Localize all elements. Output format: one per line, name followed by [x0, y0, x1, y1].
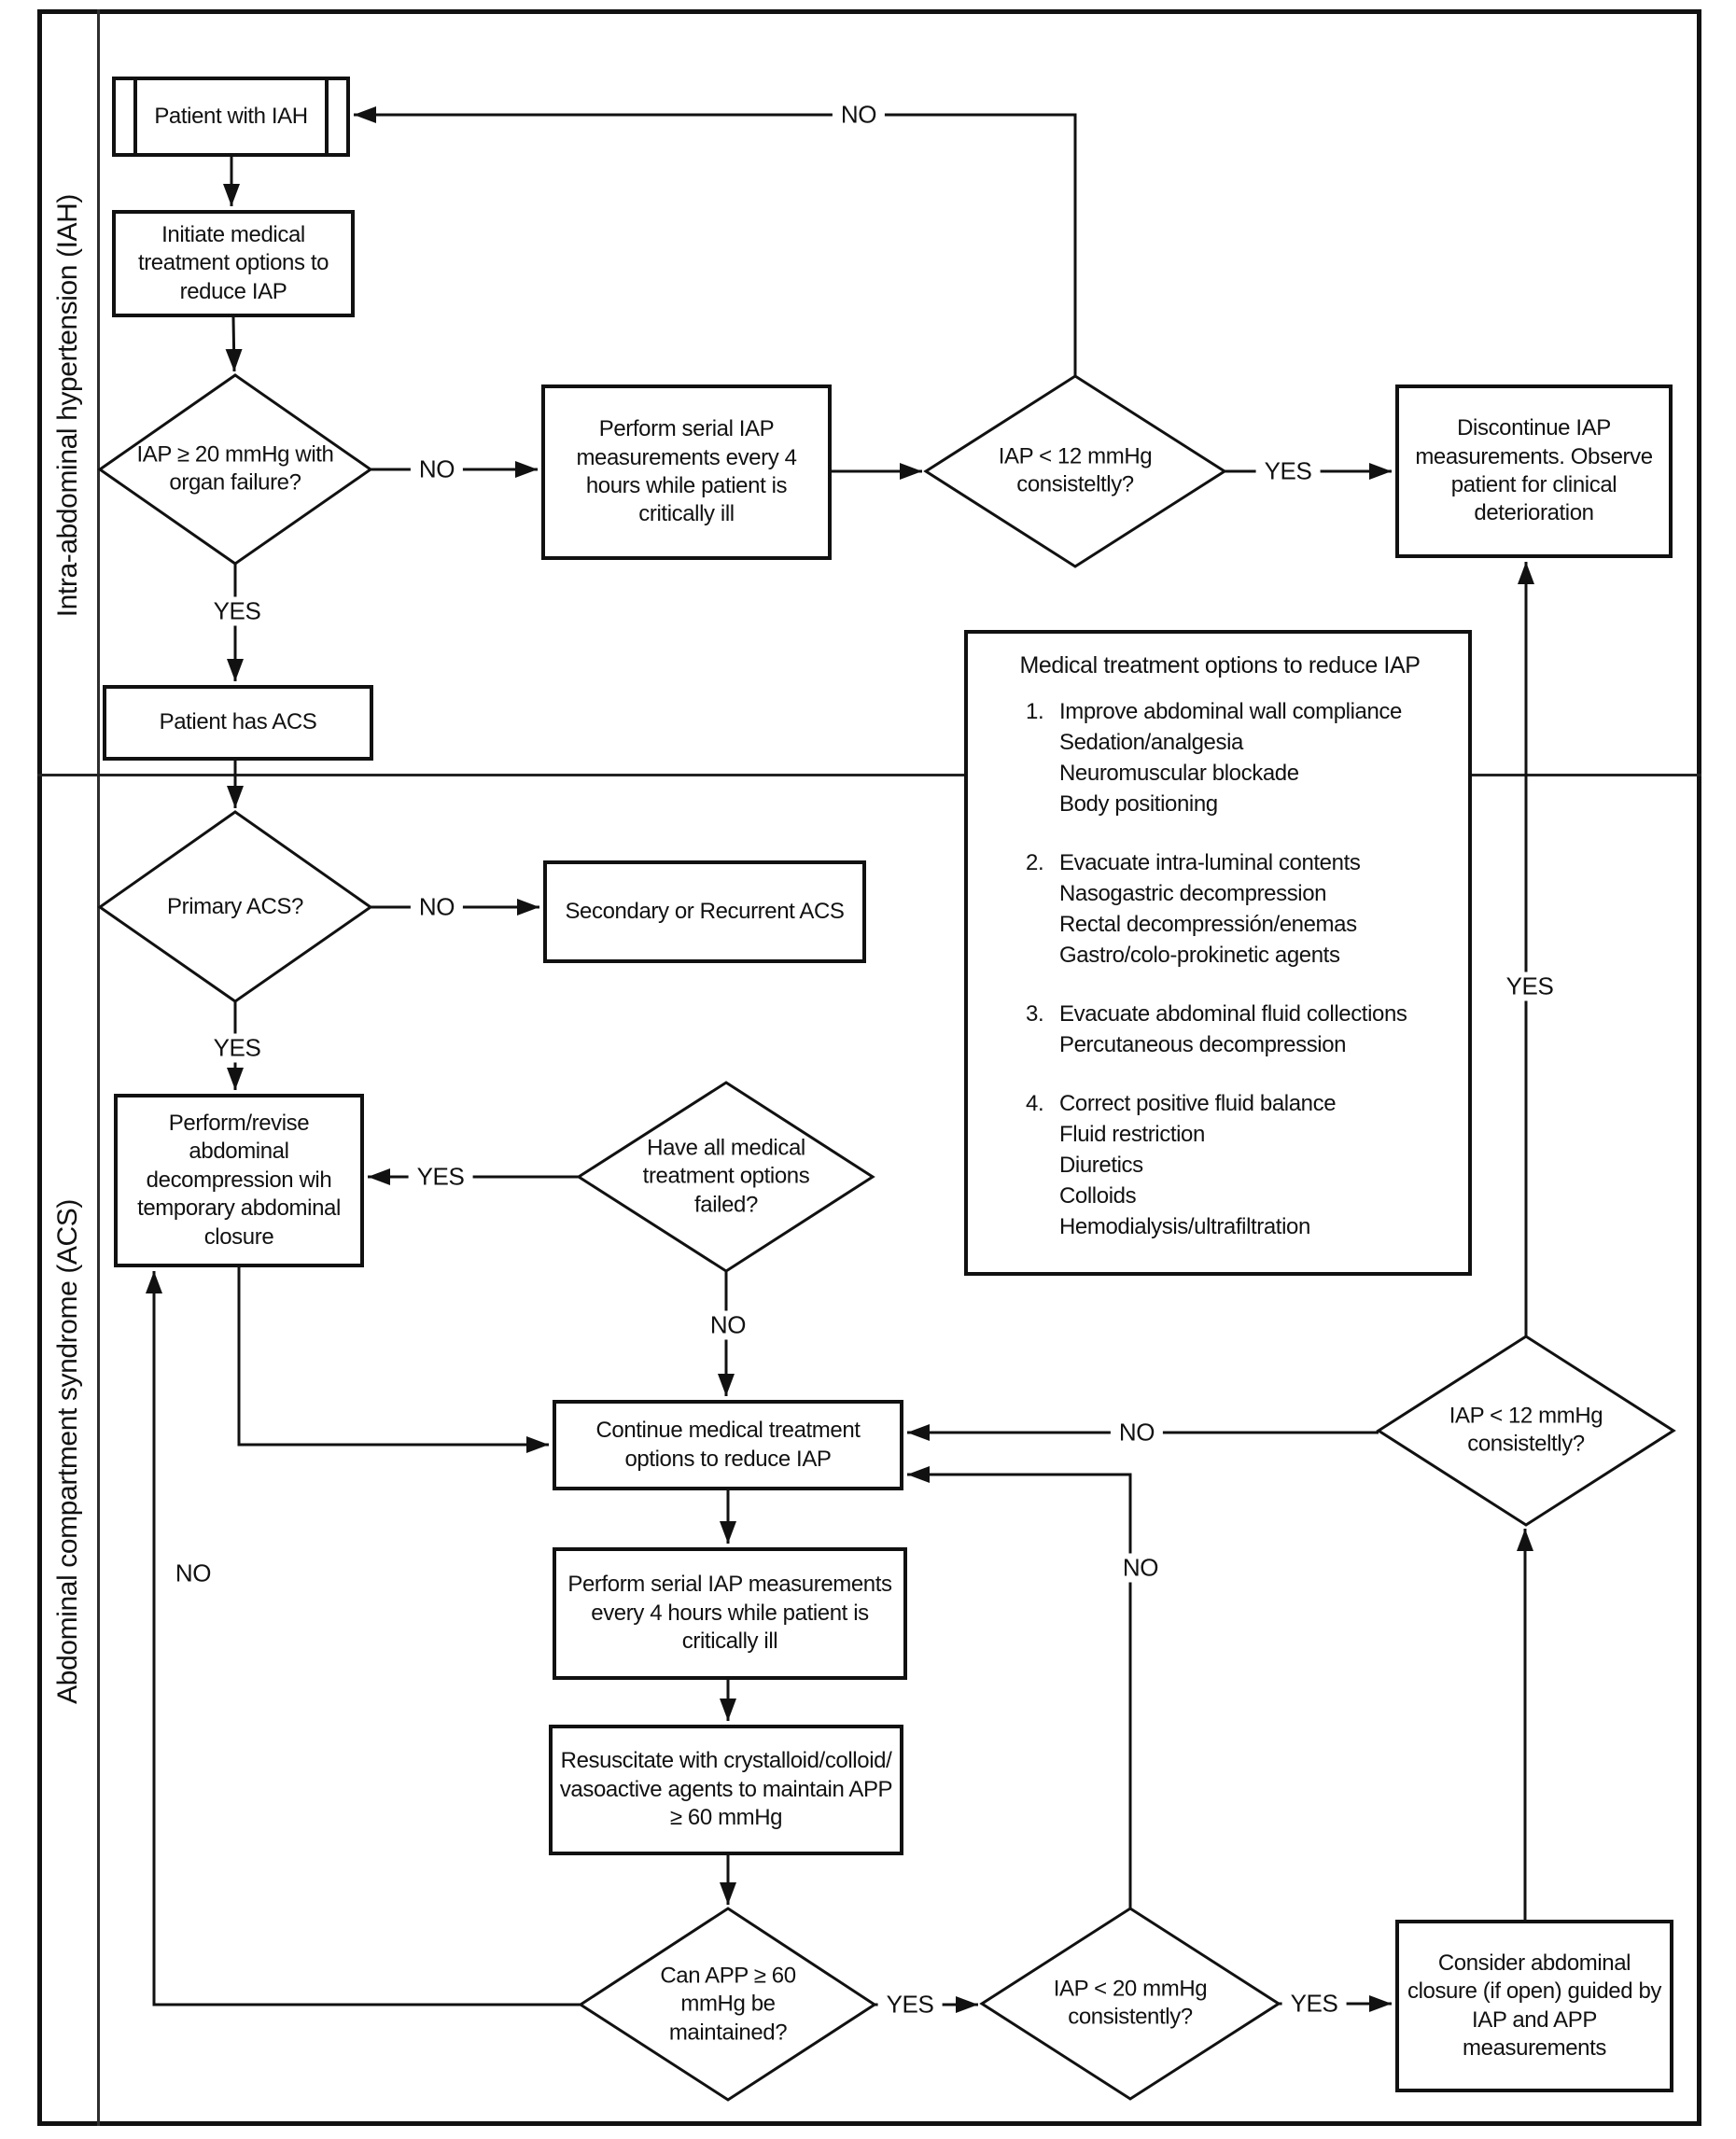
edge-label-yes-iap12-top: YES	[1255, 456, 1321, 486]
options-group-1-title: Improve abdominal wall compliance	[1059, 699, 1402, 724]
node-patient-has-acs-label: Patient has ACS	[159, 709, 317, 735]
decision-iap20-consistently-label: IAP < 20 mmHg consistently?	[1053, 1976, 1208, 2030]
options-group-2-title: Evacuate intra-luminal contents	[1059, 850, 1361, 875]
edge-label-no-iap20-organ: NO	[410, 454, 464, 484]
decision-can-app-maintained	[578, 1907, 877, 2102]
edge-label-no-have-all-failed: NO	[701, 1310, 755, 1340]
options-group-3-head: 3. Evacuate abdominal fluid collections	[1026, 999, 1455, 1029]
section-label-acs-text: Abdominal compartment syndrome (ACS)	[52, 1199, 83, 1704]
section-divider-left	[37, 774, 964, 776]
options-group-3: 3. Evacuate abdominal fluid collections …	[1026, 999, 1455, 1060]
node-perform-serial-iap-1: Perform serial IAP measurements every 4 …	[541, 384, 832, 560]
node-perform-revise-decompression: Perform/​revise abdominal decompression …	[114, 1094, 364, 1267]
decision-iap12-consisteltly-right	[1376, 1335, 1676, 1527]
section-label-iah-text: Intra-abdominal hypertension (IAH)	[52, 194, 83, 618]
option-sub-item: Neuromuscular blockade	[1059, 761, 1299, 786]
node-secondary-recurrent-acs-label: Secondary or Recurrent ACS	[565, 898, 845, 924]
edge-label-yes-can-app: YES	[877, 1990, 943, 2020]
option-sub-item: Gastro/colo-prokinetic agents	[1059, 943, 1340, 968]
edge-label-no-primary-acs: NO	[410, 892, 464, 922]
node-discontinue-iap-label: Discontinue IAP measurements. Observe pa…	[1415, 415, 1653, 526]
predefined-process-bar-right	[325, 80, 329, 153]
edge-label-no-iap20-consistently: NO	[1113, 1553, 1168, 1583]
option-sub-item: Sedation/analgesia	[1059, 730, 1243, 755]
decision-iap12-consisteltly-top	[923, 374, 1227, 568]
decision-iap12-consisteltly-top-label: IAP < 12 mmHg consisteltly?	[998, 443, 1153, 497]
decision-iap20-consistently	[979, 1907, 1281, 2101]
node-continue-medical-treatment: Continue medical treatment options to re…	[553, 1400, 903, 1490]
edge-revise-continue	[237, 1267, 549, 1453]
edge-label-no-can-app: NO	[166, 1559, 220, 1588]
options-group-1-head: 1. Improve abdominal wall compliance	[1026, 696, 1455, 727]
node-secondary-recurrent-acs: Secondary or Recurrent ACS	[543, 860, 866, 963]
edge-label-no-to-patient-iah: NO	[832, 100, 886, 130]
decision-primary-acs-label: Primary ACS?	[167, 893, 303, 919]
node-patient-with-iah-label: Patient with IAH	[154, 103, 308, 129]
node-continue-medical-treatment-label: Continue medical treatment options to re…	[595, 1418, 861, 1472]
decision-have-all-options-failed-label: Have all medical treatment options faile…	[642, 1135, 810, 1218]
node-discontinue-iap: Discontinue IAP measurements. Observe pa…	[1395, 384, 1673, 558]
edge-iap20c-no-continue	[907, 1466, 1132, 1908]
option-sub-item: Colloids	[1059, 1183, 1137, 1209]
decision-iap20-organ-failure-label: IAP ≥ 20 mmHg with organ failure?	[136, 441, 334, 496]
node-consider-closure-label: Consider abdominal closure (if open) gui…	[1407, 1950, 1662, 2061]
node-resuscitate: Resuscitate with crystalloid/​colloid/​v…	[549, 1725, 903, 1855]
options-group-4-head: 4. Correct positive fluid balance	[1026, 1088, 1455, 1119]
node-perform-serial-iap-2-label: Perform serial IAP measurements every 4 …	[567, 1572, 892, 1655]
predefined-process-bar-left	[133, 80, 137, 153]
edge-canapp-no-revise	[146, 1271, 581, 2006]
outer-border	[37, 9, 1701, 2126]
options-group-3-num: 3.	[1026, 1001, 1044, 1027]
node-patient-has-acs: Patient has ACS	[103, 685, 373, 761]
option-sub-item: Nasogastric decompression	[1059, 881, 1327, 906]
medical-options-title: Medical treatment options to reduce IAP	[1019, 652, 1421, 678]
option-sub-item: Body positioning	[1059, 791, 1218, 817]
edge-label-no-iap12-right: NO	[1110, 1418, 1164, 1447]
options-group-2-num: 2.	[1026, 850, 1044, 875]
options-group-4-num: 4.	[1026, 1091, 1044, 1116]
edge-iap12-no-feedback	[354, 106, 1077, 376]
option-sub-item: Hemodialysis/ultrafiltration	[1059, 1214, 1310, 1239]
options-group-2-head: 2. Evacuate intra-luminal contents	[1026, 847, 1455, 878]
edge-initiate-iap20	[225, 316, 243, 372]
options-group-3-title: Evacuate abdominal fluid collections	[1059, 1001, 1407, 1027]
decision-can-app-maintained-label: Can APP ≥ 60 mmHg be maintained?	[660, 1963, 796, 2046]
section-divider-right	[1472, 774, 1701, 776]
edge-label-yes-to-discontinue: YES	[1497, 972, 1562, 1001]
edge-label-yes-primary-acs: YES	[204, 1033, 270, 1063]
node-perform-serial-iap-1-label: Perform serial IAP measurements every 4 …	[576, 416, 797, 527]
node-patient-with-iah: Patient with IAH	[112, 77, 350, 157]
edge-label-yes-iap20-organ: YES	[204, 596, 270, 626]
edge-label-yes-iap20-consistently: YES	[1281, 1989, 1347, 2019]
options-group-4: 4. Correct positive fluid balance Fluid …	[1026, 1088, 1455, 1242]
section-label-separator	[97, 9, 100, 2126]
option-sub-item: Rectal decompressión/enemas	[1059, 912, 1357, 937]
option-sub-item: Fluid restriction	[1059, 1122, 1205, 1147]
options-group-2: 2. Evacuate intra-luminal contents Nasog…	[1026, 847, 1455, 971]
options-group-1-num: 1.	[1026, 699, 1044, 724]
options-group-1: 1. Improve abdominal wall compliance Sed…	[1026, 696, 1455, 819]
node-resuscitate-label: Resuscitate with crystalloid/​colloid/​v…	[559, 1748, 893, 1831]
node-initiate-treatment-label: Initiate medical treatment options to re…	[137, 221, 329, 304]
option-sub-item: Diuretics	[1059, 1153, 1143, 1178]
section-label-acs: Abdominal compartment syndrome (ACS)	[41, 777, 95, 2126]
option-sub-item: Percutaneous decompression	[1059, 1032, 1347, 1057]
node-initiate-treatment: Initiate medical treatment options to re…	[112, 210, 355, 317]
section-label-iah: Intra-abdominal hypertension (IAH)	[41, 37, 95, 775]
node-consider-closure: Consider abdominal closure (if open) gui…	[1395, 1920, 1673, 2092]
node-perform-serial-iap-2: Perform serial IAP measurements every 4 …	[553, 1547, 907, 1680]
options-group-4-title: Correct positive fluid balance	[1059, 1091, 1337, 1116]
node-perform-revise-decompression-label: Perform/​revise abdominal decompression …	[137, 1110, 341, 1250]
decision-iap12-consisteltly-right-label: IAP < 12 mmHg consisteltly?	[1449, 1403, 1603, 1457]
medical-options-box: Medical treatment options to reduce IAP …	[964, 630, 1472, 1276]
edge-label-yes-have-all-failed: YES	[408, 1162, 473, 1192]
